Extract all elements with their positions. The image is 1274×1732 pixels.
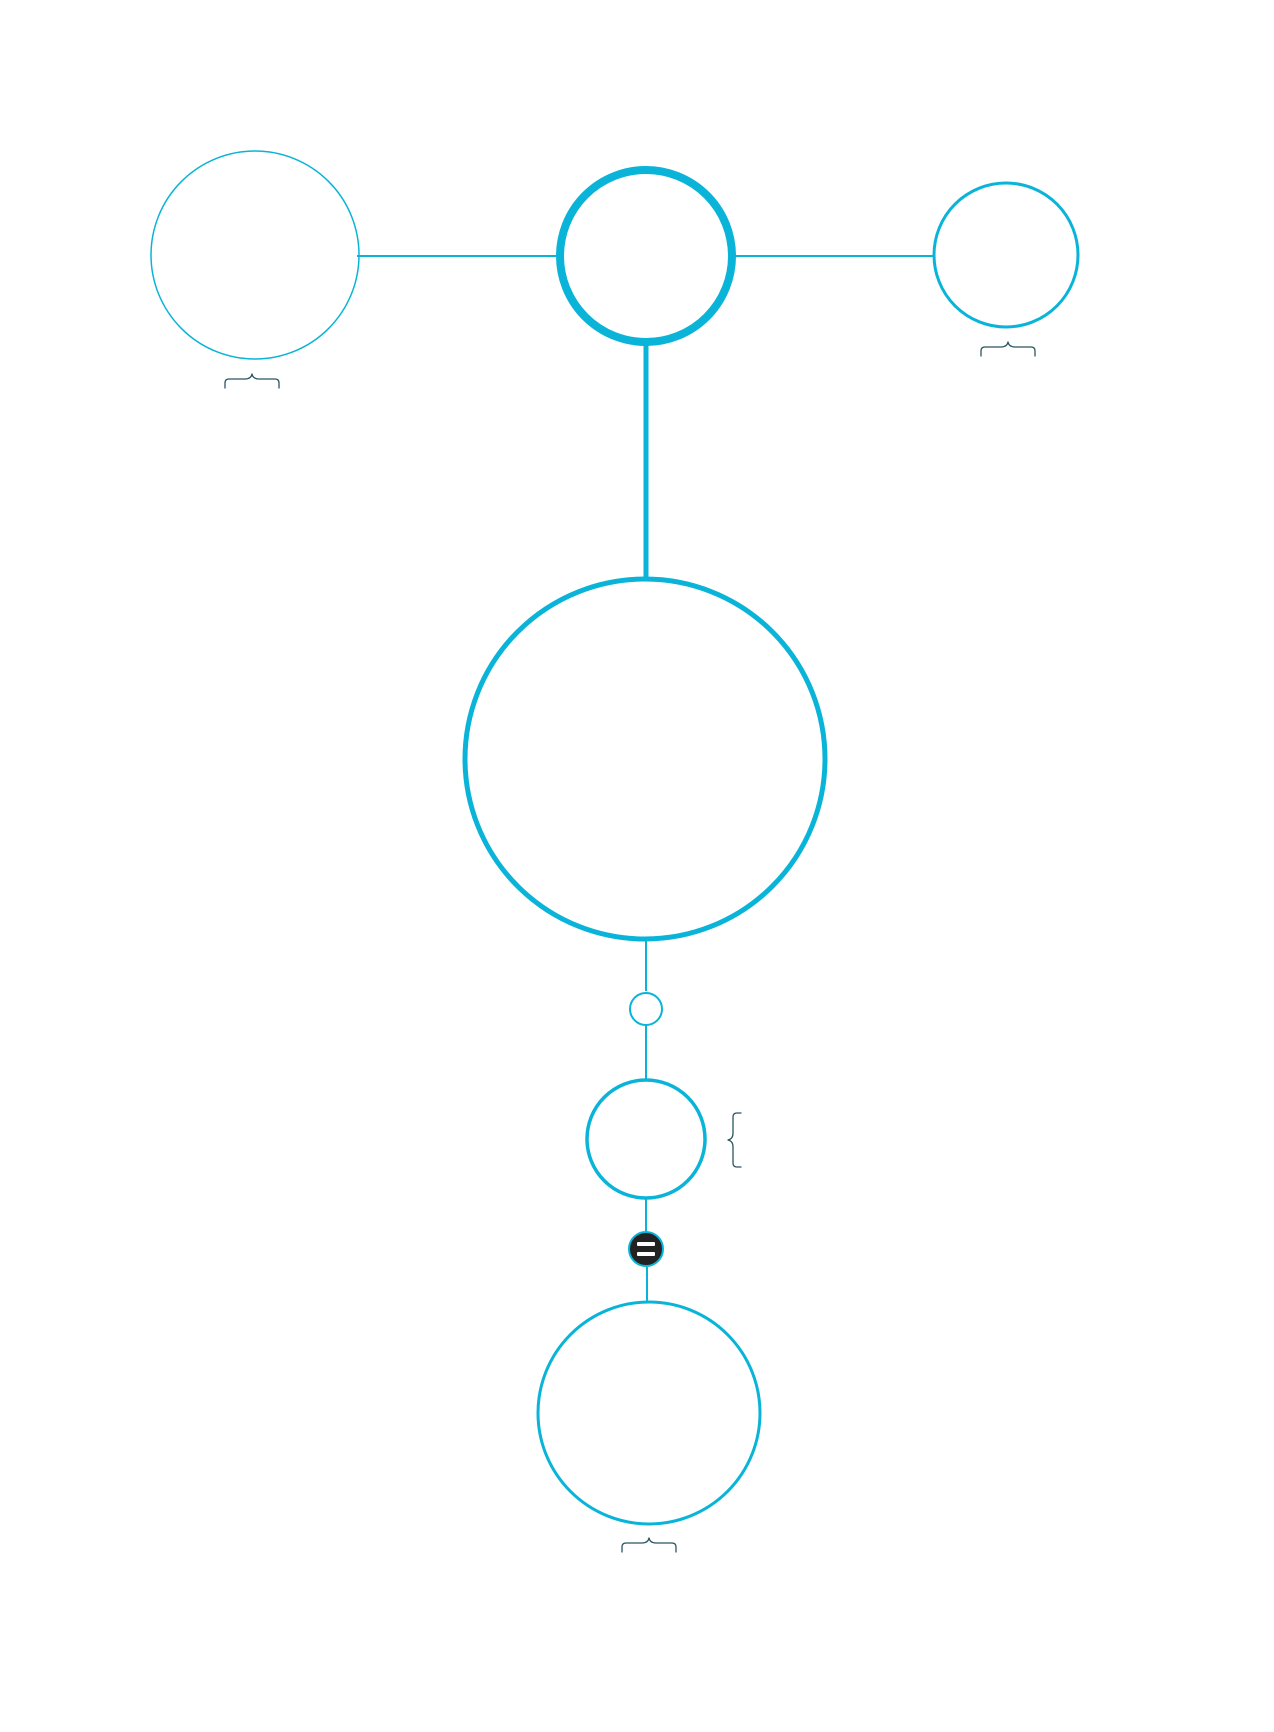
curly-brace-icon xyxy=(727,1112,742,1168)
curly-brace-icon xyxy=(224,373,280,389)
left-node xyxy=(150,150,360,360)
curly-brace-icon xyxy=(980,341,1036,357)
center-node xyxy=(556,166,736,346)
curly-brace-icon xyxy=(621,1537,677,1553)
equals-icon xyxy=(628,1231,664,1267)
result-node xyxy=(536,1300,762,1526)
medium-node xyxy=(585,1078,707,1200)
small-junction-node xyxy=(629,992,663,1026)
right-node xyxy=(932,181,1080,329)
large-node xyxy=(462,576,828,942)
